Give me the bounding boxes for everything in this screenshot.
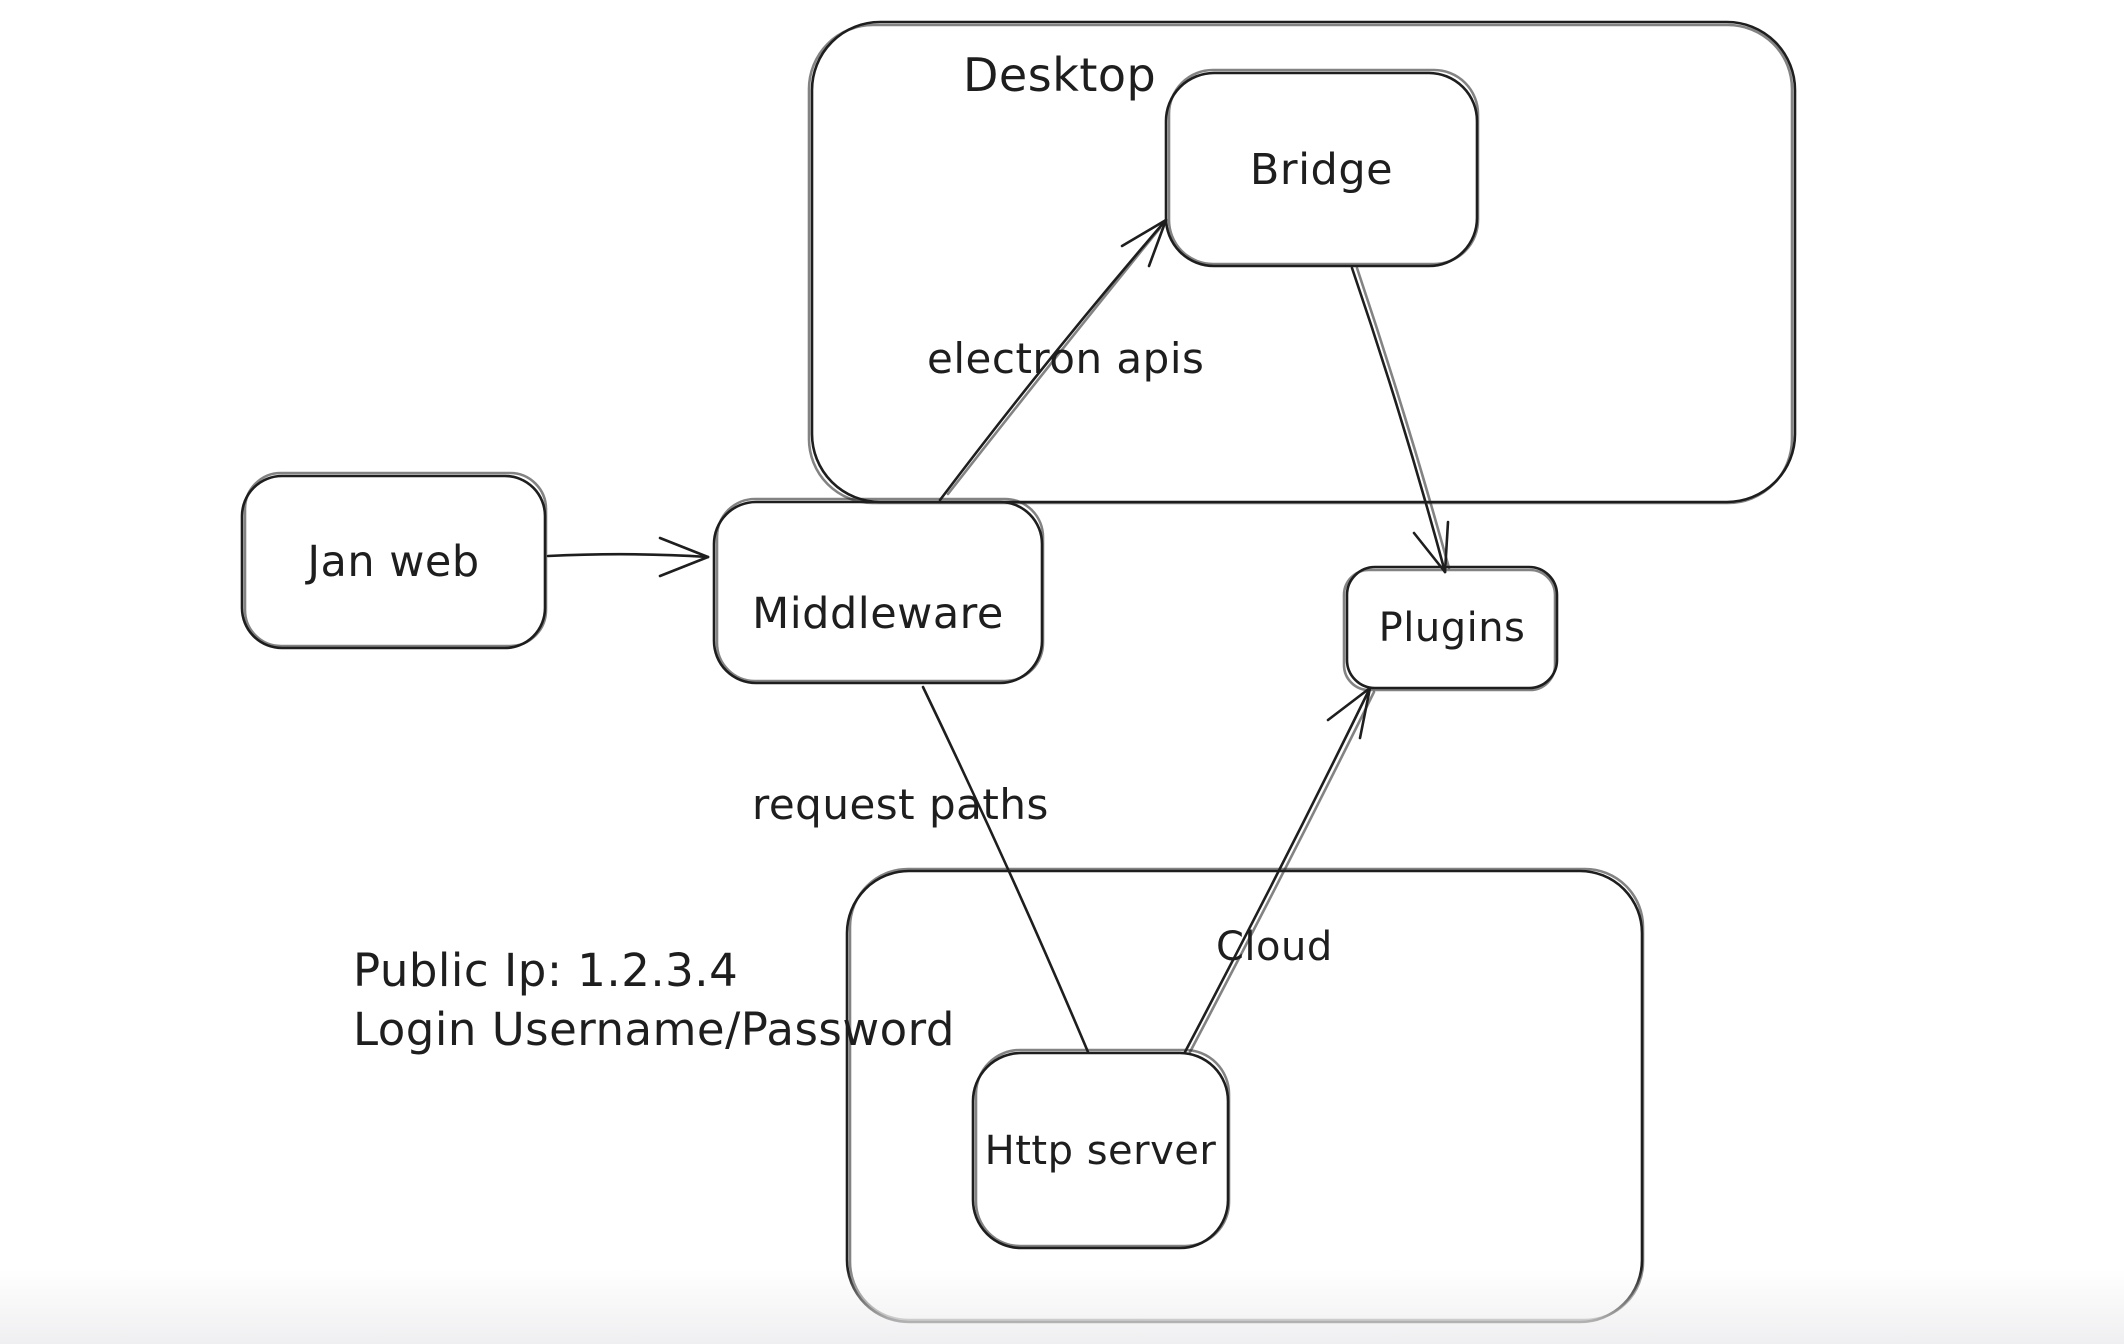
cloud-container-label: Cloud <box>1216 924 1333 970</box>
public-ip-text: Public Ip: 1.2.3.4 <box>353 944 739 997</box>
edge-httpserver-to-plugins[interactable] <box>1183 686 1376 1054</box>
edge-janweb-to-middleware[interactable] <box>546 536 710 578</box>
plugins-node-shape[interactable] <box>1342 565 1559 692</box>
edge-middleware-to-bridge[interactable] <box>938 218 1168 502</box>
bridge-node-label: Bridge <box>1249 144 1394 195</box>
desktop-container-shape[interactable] <box>807 20 1797 505</box>
jan-web-node-label: Jan web <box>307 537 480 587</box>
plugins-node-label: Plugins <box>1378 604 1526 651</box>
http-server-node-label: Http server <box>984 1127 1217 1174</box>
jan-web-node-shape[interactable] <box>240 471 548 650</box>
login-text: Login Username/Password <box>353 1003 955 1056</box>
edge-middleware-to-httpserver[interactable] <box>921 685 1090 1054</box>
middleware-node-label: Middleware <box>752 588 1004 639</box>
http-server-node-shape[interactable] <box>971 1048 1231 1250</box>
edge-bridge-to-plugins[interactable] <box>1350 266 1451 574</box>
desktop-container-label: Desktop <box>963 48 1157 102</box>
edge-label-request-paths: request paths <box>752 780 1049 829</box>
edge-label-electron-apis: electron apis <box>927 334 1205 383</box>
bridge-node-shape[interactable] <box>1164 68 1480 268</box>
middleware-node-shape[interactable] <box>712 497 1045 685</box>
